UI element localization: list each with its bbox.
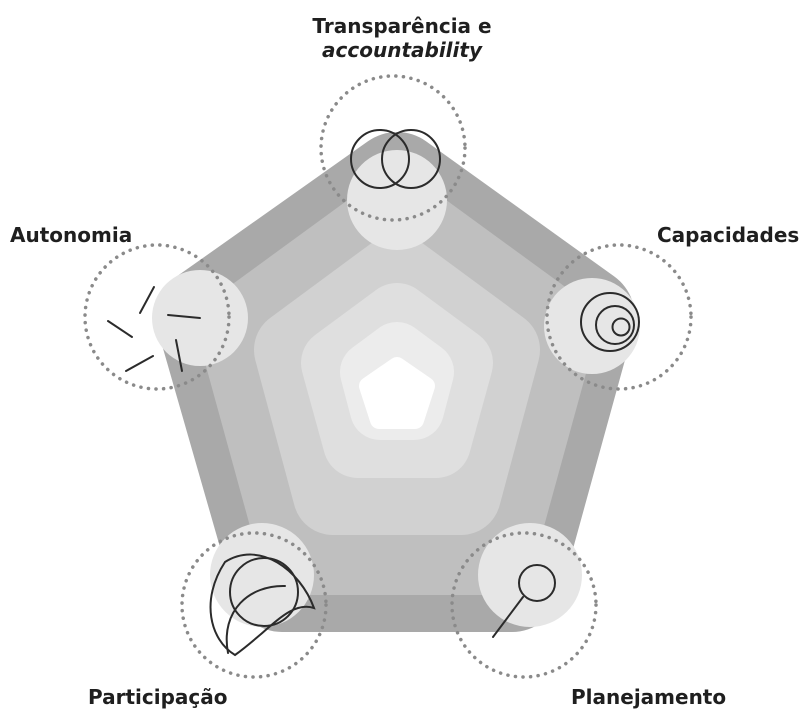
label-planejamento: Planejamento [571,685,727,709]
scattered-lines-icon [107,286,201,372]
center-pentagon [359,357,435,429]
label-transparencia-line2: accountability [322,38,482,62]
label-participacao: Participação [88,685,228,709]
node-underlay-top [347,150,447,250]
label-transparencia-line1: Transparência e [312,14,492,38]
node-rings [83,74,693,679]
triquetra-icon [209,553,316,657]
node-ring-bl [180,531,328,679]
node-ring-left [83,243,231,391]
node-underlays [152,150,640,627]
label-transparencia: Transparência e accountability [302,14,502,62]
node-underlay-right [544,278,640,374]
magnifier-icon [492,564,556,638]
label-capacidades: Capacidades [657,223,799,247]
node-ring-top [319,74,467,222]
node-underlay-br [478,523,582,627]
overlapping-circles-icon [350,129,441,189]
node-ring-br [450,531,598,679]
node-ring-right [545,243,693,391]
label-autonomia: Autonomia [10,223,133,247]
icons [107,129,640,657]
nested-circles-icon [580,292,640,352]
node-underlay-bl [210,523,314,627]
